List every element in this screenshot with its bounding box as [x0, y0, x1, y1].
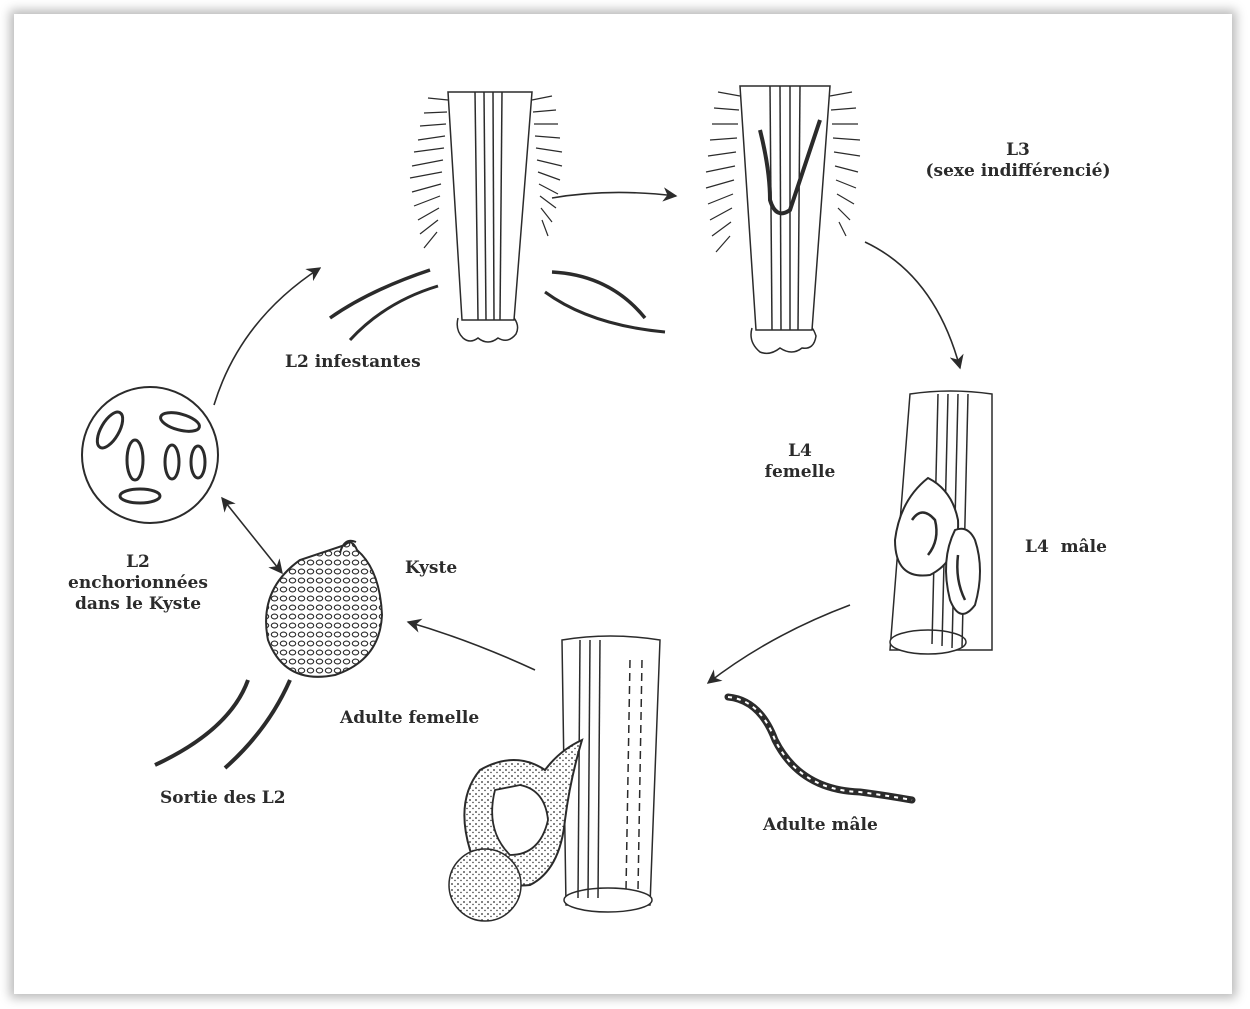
emerging-l2-2	[225, 680, 290, 768]
cyst-kyste	[266, 541, 382, 677]
emerging-l2-1	[155, 680, 248, 765]
juvenile-l2-right-2	[545, 292, 665, 332]
l4-male	[946, 529, 980, 614]
arrow-adult-to-cyst	[408, 622, 535, 670]
label-adulte-male: Adulte mâle	[763, 815, 878, 836]
arrow-l4-to-adults	[708, 605, 850, 683]
label-sortie-des-l2: Sortie des L2	[160, 788, 286, 809]
label-l2-infestantes: L2 infestantes	[285, 352, 421, 373]
label-l2-enchorionnees: L2 enchorionnées dans le Kyste	[38, 552, 238, 615]
arrow-l3-to-l4	[865, 242, 960, 368]
juvenile-l2-left-2	[350, 286, 438, 340]
label-l4-male: L4 mâle	[1025, 537, 1107, 558]
egg-sac	[449, 849, 521, 921]
label-l4-femelle: L4 femelle	[755, 441, 845, 483]
l2-enchorionnees-circle	[82, 387, 218, 523]
arrow-circle-to-l2	[214, 268, 320, 405]
root-adult-female	[449, 636, 660, 921]
juvenile-l2-right-1	[552, 272, 645, 318]
root-hairs-right	[532, 96, 562, 236]
label-l3: L3 (sexe indifférencié)	[898, 140, 1138, 182]
adult-male-nematode	[728, 697, 912, 800]
root-hairs-left	[410, 98, 448, 248]
label-adulte-femelle: Adulte femelle	[340, 708, 479, 729]
root-l4	[890, 391, 992, 654]
root-l2-infestantes	[330, 92, 665, 342]
label-kyste: Kyste	[405, 558, 457, 579]
root-l3	[706, 86, 860, 353]
arrow-l2-to-l3	[552, 192, 676, 198]
